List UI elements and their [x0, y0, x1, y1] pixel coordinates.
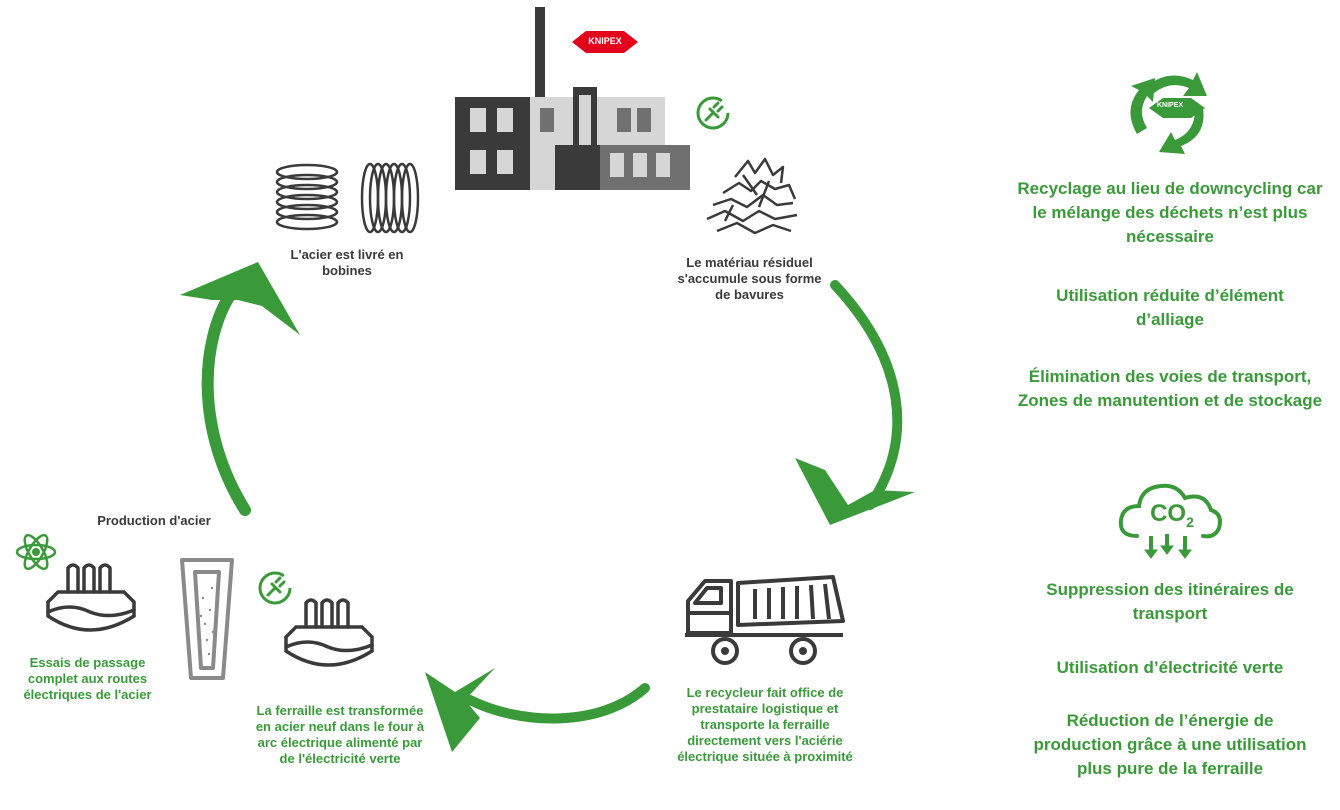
coils-label: L'acier est livré en bobines — [290, 247, 404, 278]
benefit-item-1: Recyclage au lieu de downcycling car le … — [1017, 179, 1323, 246]
green-electricity-icon — [696, 96, 730, 130]
benefit-item-4: Suppression des itinéraires de transport — [1046, 580, 1294, 623]
co2-text: CO2 — [1142, 500, 1202, 530]
residual-label: Le matériau résiduel s'accumule sous for… — [677, 255, 822, 302]
recycle-logo-text: KNIPEX — [1156, 102, 1184, 109]
co2-text-main: CO — [1150, 500, 1187, 527]
hydrogen-atom-icon — [15, 533, 57, 571]
ferraille-label: La ferraille est transformée en acier ne… — [255, 703, 425, 766]
production-title: Production d'acier — [97, 513, 211, 528]
knipex-logo: KNIPEX — [572, 31, 638, 53]
dump-truck-icon — [685, 575, 845, 665]
benefit-item-2: Utilisation réduite d’élément d’alliage — [1056, 286, 1284, 329]
recycle-icon — [1130, 72, 1207, 154]
knipex-logo-text: KNIPEX — [588, 36, 622, 46]
ladle-icon — [180, 558, 234, 680]
electric-arc-furnace-icon-trial — [46, 563, 136, 632]
benefit-item-3: Élimination des voies de transport, Zone… — [1017, 367, 1323, 410]
co2-text-sub: 2 — [1186, 513, 1194, 530]
tests-label: Essais de passage complet aux routes éle… — [23, 655, 152, 702]
factory-icon — [455, 7, 690, 190]
benefit-item-6: Réduction de l’énergie de production grâ… — [1033, 711, 1307, 778]
steel-coils-icon — [275, 162, 420, 234]
recycler-label: Le recycleur fait office de prestataire … — [677, 685, 853, 764]
benefit-item-5: Utilisation d’électricité verte — [1056, 658, 1284, 677]
scrap-burrs-icon — [706, 157, 798, 235]
green-electricity-icon-eaf — [258, 571, 292, 605]
co2-cloud-icon — [1118, 483, 1222, 559]
electric-arc-furnace-icon — [284, 598, 374, 667]
